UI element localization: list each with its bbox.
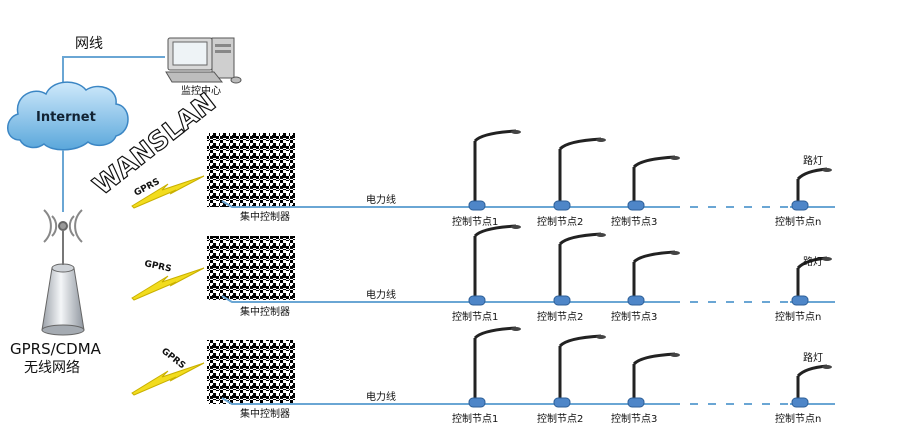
streetlight-node: 控制节点n: [775, 364, 832, 425]
streetlight-arm: [632, 155, 676, 169]
lamp-head-icon: [670, 251, 680, 255]
streetlight-arm: [473, 129, 517, 143]
streetlight-node: 控制节点2: [537, 334, 606, 425]
monitoring-center-label: 监控中心: [181, 86, 221, 97]
control-node-icon: [468, 397, 486, 408]
computer-icon: [165, 37, 242, 84]
streetlight-node: 控制节点1: [452, 326, 521, 425]
lamp-head-icon: [822, 257, 832, 261]
lamp-head-icon: [822, 365, 832, 369]
lamp-head-icon: [822, 168, 832, 172]
power-line-label: 电力线: [366, 390, 396, 403]
control-node-icon: [553, 200, 571, 211]
streetlight-node: 控制节点3: [611, 155, 680, 228]
control-node-label: 控制节点3: [611, 310, 657, 323]
internet-label: Internet: [36, 110, 96, 125]
control-node-icon: [468, 295, 486, 306]
control-node-label: 控制节点2: [537, 215, 583, 228]
streetlight-node: 控制节点1: [452, 129, 521, 228]
control-node-label: 控制节点1: [452, 310, 498, 323]
streetlight-node: 控制节点3: [611, 352, 680, 425]
network-cable-line: [62, 56, 165, 88]
control-node-icon: [791, 200, 809, 211]
base-station-label-line1: GPRS/CDMA: [10, 340, 101, 358]
concentrator-box: [207, 236, 295, 300]
control-node-label: 控制节点1: [452, 412, 498, 425]
streetlight-label: 路灯: [803, 351, 823, 364]
control-node-icon: [791, 295, 809, 306]
control-node-label: 控制节点1: [452, 215, 498, 228]
concentrator-label: 集中控制器: [240, 210, 290, 223]
power-line-label: 电力线: [366, 288, 396, 301]
base-station-label-line2: 无线网络: [24, 360, 80, 376]
streetlight-arm: [558, 137, 602, 151]
lamp-head-icon: [670, 156, 680, 160]
streetlight-node: 控制节点1: [452, 224, 521, 323]
streetlight-arm: [632, 250, 676, 264]
streetlight-node: 控制节点2: [537, 137, 606, 228]
base-station-tower-icon: [41, 230, 85, 336]
lamp-head-icon: [596, 335, 606, 339]
streetlight-label: 路灯: [803, 154, 823, 167]
streetlight-node: 控制节点3: [611, 250, 680, 323]
control-node-label: 控制节点2: [537, 412, 583, 425]
control-node-label: 控制节点2: [537, 310, 583, 323]
control-node-icon: [791, 397, 809, 408]
lamp-head-icon: [511, 327, 521, 331]
control-node-icon: [627, 397, 645, 408]
network-cable-label: 网线: [75, 36, 103, 52]
streetlight-arm: [473, 326, 517, 340]
streetlight-node: 控制节点2: [537, 232, 606, 323]
gprs-label: GPRS: [143, 259, 172, 274]
concentrator-box: [207, 340, 295, 404]
streetlight-node: 控制节点n: [775, 256, 832, 323]
control-node-icon: [468, 200, 486, 211]
streetlight-arm: [632, 352, 676, 366]
streetlight-arm: [473, 224, 517, 238]
lightning-bolt-icon: [131, 362, 205, 396]
control-node-icon: [553, 397, 571, 408]
control-node-icon: [627, 295, 645, 306]
lamp-head-icon: [511, 130, 521, 134]
control-node-label: 控制节点3: [611, 412, 657, 425]
streetlight-arm: [558, 334, 602, 348]
control-node-label: 控制节点n: [775, 215, 821, 228]
control-node-icon: [553, 295, 571, 306]
concentrator-label: 集中控制器: [240, 305, 290, 318]
power-line-label: 电力线: [366, 193, 396, 206]
lamp-head-icon: [596, 138, 606, 142]
lightning-bolt-icon: [131, 267, 205, 301]
control-node-icon: [627, 200, 645, 211]
lamp-head-icon: [596, 233, 606, 237]
lamp-head-icon: [511, 225, 521, 229]
streetlight-label: 路灯: [803, 255, 823, 268]
control-node-label: 控制节点n: [775, 412, 821, 425]
lamp-head-icon: [670, 353, 680, 357]
lightning-bolt-icon: [131, 175, 205, 209]
control-node-label: 控制节点3: [611, 215, 657, 228]
concentrator-label: 集中控制器: [240, 407, 290, 420]
concentrator-box: [207, 133, 295, 207]
streetlight-node: 控制节点n: [775, 167, 832, 228]
streetlight-arm: [558, 232, 602, 246]
control-node-label: 控制节点n: [775, 310, 821, 323]
internet-cloud-icon: [7, 81, 129, 151]
gprs-label: GPRS: [159, 346, 187, 371]
